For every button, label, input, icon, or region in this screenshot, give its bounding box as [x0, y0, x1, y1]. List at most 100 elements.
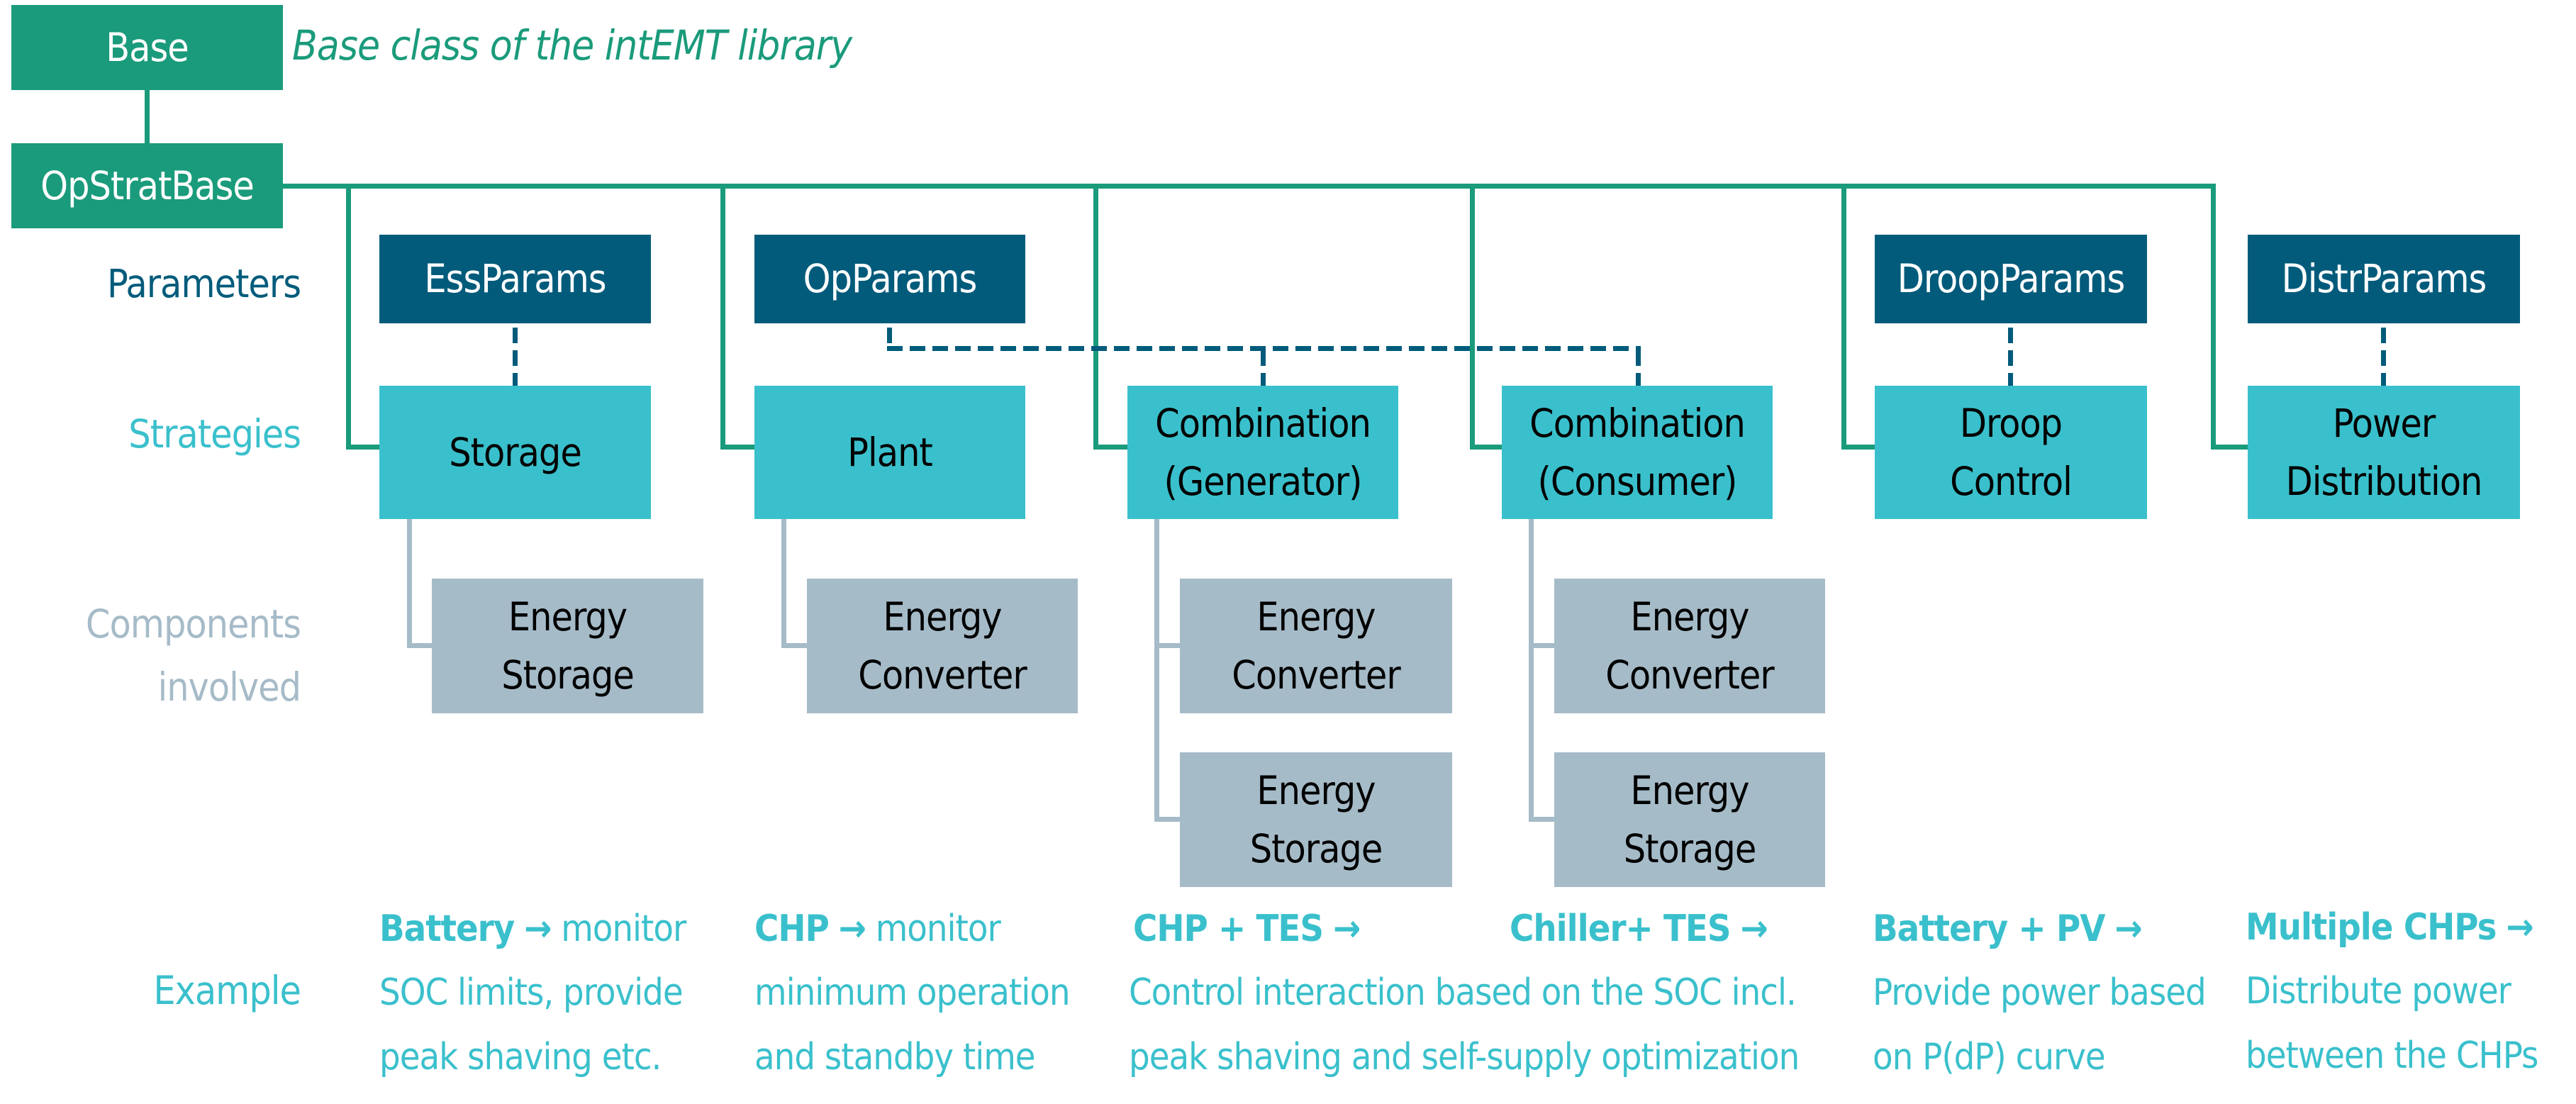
inheritance-line-storage	[346, 184, 351, 450]
opstratbase-label: OpStratBase	[40, 162, 255, 208]
param-label: EssParams	[424, 256, 606, 302]
param-box-droopparams: DroopParams	[1875, 235, 2147, 323]
component-line-combination-generator	[1154, 519, 1159, 822]
example-combination-consumer-line1: Chiller+ TES →	[1510, 910, 1768, 947]
component-label: Converter	[1232, 652, 1400, 698]
param-link-droop	[2008, 328, 2013, 386]
arrow-right-icon: →	[838, 908, 866, 950]
example-title: Multiple CHPs	[2246, 906, 2497, 949]
example-droop-line3: on P(dP) curve	[1873, 1036, 2106, 1078]
example-text: monitor	[561, 908, 686, 950]
example-text: monitor	[875, 908, 1001, 950]
inheritance-line-combination-generator	[1093, 184, 1098, 450]
arrow-right-icon: →	[2506, 906, 2533, 949]
component-line-plant	[781, 519, 786, 648]
strategy-box-combination-generator: Combination (Generator)	[1127, 386, 1398, 519]
inheritance-line-combination-consumer	[1470, 184, 1475, 450]
param-link-distr	[2381, 328, 2386, 386]
param-label: DistrParams	[2281, 256, 2487, 302]
component-stub-storage	[407, 643, 432, 648]
example-title: Battery + PV	[1873, 908, 2105, 950]
component-stub-plant	[781, 643, 807, 648]
row-label-parameters: Parameters	[107, 261, 301, 306]
example-power-distribution-line2: Distribute power	[2246, 970, 2511, 1013]
strategy-label: Storage	[449, 429, 582, 475]
row-label-components: Components	[85, 601, 301, 647]
component-label: Storage	[501, 652, 635, 698]
component-stub-gen-converter	[1154, 643, 1180, 648]
strategy-box-power-distribution: Power Distribution	[2248, 386, 2520, 519]
example-plant-line3: and standby time	[754, 1036, 1036, 1078]
inheritance-bus-line	[283, 184, 2215, 189]
component-stub-cons-storage	[1529, 817, 1554, 822]
component-box-energy-converter: Energy Converter	[807, 579, 1078, 713]
example-combination-line2: Control interaction based on the SOC inc…	[1129, 971, 1797, 1014]
base-connector-line	[145, 90, 150, 143]
component-stub-gen-storage	[1154, 817, 1180, 822]
example-droop-line2: Provide power based	[1873, 971, 2207, 1014]
component-box-energy-storage: Energy Storage	[1180, 752, 1452, 887]
param-box-opparams: OpParams	[754, 235, 1025, 323]
component-line-combination-consumer	[1529, 519, 1534, 822]
component-box-energy-converter: Energy Converter	[1554, 579, 1825, 713]
component-label: Storage	[1249, 826, 1383, 871]
strategy-box-droop-control: Droop Control	[1875, 386, 2147, 519]
row-label-example: Example	[153, 968, 301, 1013]
param-link-op-horizontal	[887, 346, 1641, 351]
inheritance-stub-plant	[720, 445, 754, 450]
component-label: Storage	[1623, 826, 1757, 871]
component-label: Energy	[508, 593, 628, 640]
inheritance-line-plant	[720, 184, 725, 450]
arrow-right-icon: →	[2114, 908, 2142, 950]
param-box-distrparams: DistrParams	[2248, 235, 2520, 323]
component-label: Energy	[1630, 593, 1749, 640]
strategy-sublabel: (Consumer)	[1537, 459, 1738, 504]
component-line-storage	[407, 519, 412, 648]
strategy-label: Plant	[847, 429, 933, 475]
example-plant-line1: CHP → monitor	[754, 908, 1001, 950]
example-storage-line2: SOC limits, provide	[379, 971, 684, 1014]
inheritance-stub-combination-consumer	[1470, 445, 1502, 450]
param-link-op-combination-generator	[1261, 350, 1266, 386]
example-title: CHP	[754, 908, 830, 950]
strategy-label: Power	[2332, 400, 2436, 446]
strategy-label: Droop	[1959, 400, 2063, 446]
component-label: Converter	[1605, 652, 1774, 698]
component-label: Energy	[1256, 593, 1376, 640]
example-title: Battery	[379, 908, 515, 950]
row-label-components-involved: involved	[157, 664, 301, 710]
param-link-op-stem	[887, 328, 892, 350]
example-plant-line2: minimum operation	[754, 971, 1070, 1014]
param-link-op-combination-consumer	[1636, 350, 1641, 386]
component-box-energy-storage: Energy Storage	[432, 579, 703, 713]
base-class-caption: Base class of the intEMT library	[292, 21, 852, 69]
arrow-right-icon: →	[524, 908, 552, 950]
component-label: Converter	[858, 652, 1027, 698]
component-label: Energy	[1256, 767, 1376, 813]
component-label: Energy	[883, 593, 1002, 640]
inheritance-stub-droop	[1841, 445, 1875, 450]
row-label-strategies: Strategies	[128, 411, 301, 457]
example-storage-line3: peak shaving etc.	[379, 1036, 662, 1078]
arrow-right-icon: →	[1740, 908, 1768, 950]
example-droop-line1: Battery + PV →	[1873, 908, 2143, 950]
strategy-box-storage: Storage	[379, 386, 651, 519]
strategy-sublabel: (Generator)	[1164, 459, 1363, 504]
component-box-energy-converter: Energy Converter	[1180, 579, 1452, 713]
example-combination-generator-line1: CHP + TES →	[1133, 908, 1361, 950]
param-link-ess-storage	[513, 328, 518, 386]
strategy-label: Combination	[1529, 400, 1746, 446]
strategy-box-plant: Plant	[754, 386, 1025, 519]
example-title: CHP + TES	[1133, 908, 1324, 950]
inheritance-stub-storage	[346, 445, 379, 450]
strategy-label: Combination	[1155, 400, 1371, 446]
example-power-distribution-line3: between the CHPs	[2246, 1035, 2538, 1077]
inheritance-stub-power-distribution	[2211, 445, 2248, 450]
component-box-energy-storage: Energy Storage	[1554, 752, 1825, 887]
example-title: Chiller+ TES	[1510, 908, 1732, 950]
strategy-box-combination-consumer: Combination (Consumer)	[1502, 386, 1773, 519]
example-storage-line1: Battery → monitor	[379, 910, 686, 947]
base-class-box: Base	[11, 5, 283, 90]
component-stub-cons-converter	[1529, 643, 1554, 648]
inheritance-stub-combination-generator	[1093, 445, 1127, 450]
